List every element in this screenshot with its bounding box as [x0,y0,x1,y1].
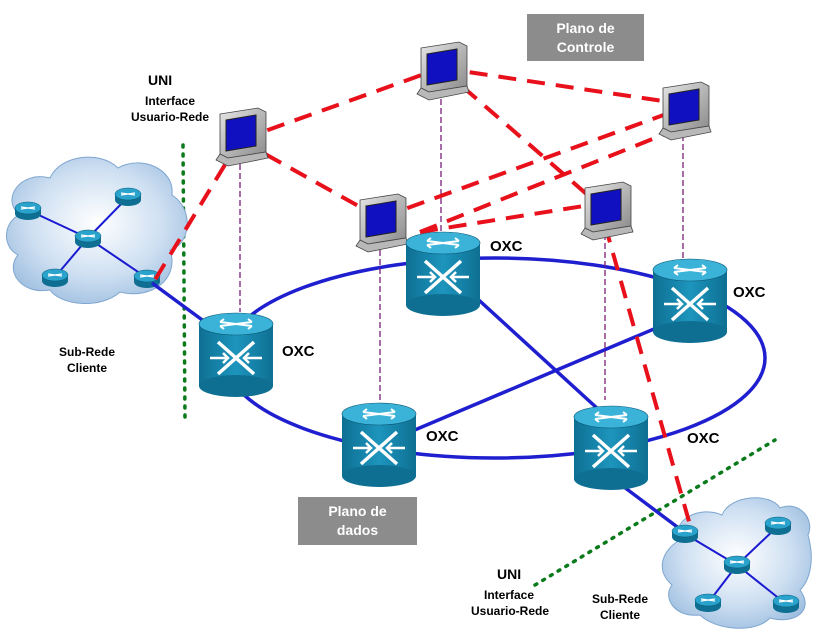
data-plane-label-line1: Plano de [328,503,387,519]
control-plane-links [148,66,694,533]
oxc-label-left: OXC [282,343,315,360]
optical-cross-connect-icon [404,230,482,318]
uni-boundary-left [181,143,187,422]
uni-boundary-right [533,438,777,587]
optical-cross-connect-icon [197,311,275,399]
router-icon [772,594,800,614]
router-icon [114,187,142,207]
oxc-label-bottom-left: OXC [426,428,459,445]
subnet-left-label-2: Cliente [66,361,107,375]
router-icon [14,201,42,221]
oxc-label-top-mid: OXC [490,238,523,255]
subnet-right-label-1: Sub-Rede [591,592,648,606]
computer-icon [658,81,712,141]
client-subnet-left-cloud [6,156,188,304]
uni-top-subtitle-2: Usuario-Rede [130,110,210,124]
control-plane-label-line2: Controle [556,38,615,55]
computer-icon [355,193,409,253]
control-plane-label-box: Plano de Controle [527,14,644,61]
control-plane-label-line1: Plano de [556,19,615,36]
computer-icon [580,181,634,241]
router-icon [74,229,102,249]
router-icon [764,516,792,536]
data-link [150,281,207,324]
subnet-left-label-1: Sub-Rede [58,345,115,359]
subnet-right-label-2: Cliente [599,608,640,622]
router-icon [41,268,69,288]
router-icon [723,555,751,575]
uni-top-title: UNI [148,72,173,88]
computer-icon [416,41,470,101]
uni-top-subtitle-1: Interface [144,94,196,108]
data-plane-label-box: Plano de dados [298,497,417,545]
router-icon [694,593,722,613]
uni-bottom-subtitle-2: Usuario-Rede [470,604,550,618]
data-plane-label-line2: dados [336,522,379,538]
computer-icon [215,107,269,167]
control-to-node-links [239,90,684,400]
data-link [409,316,681,434]
router-icon [671,524,699,544]
optical-cross-connect-icon [340,401,418,489]
optical-cross-connect-icon [572,404,650,492]
oxc-label-bottom-right: OXC [687,430,720,447]
uni-bottom-subtitle-1: Interface [483,588,535,602]
oxc-label-right: OXC [733,284,766,301]
uni-bottom-title: UNI [497,566,522,582]
optical-cross-connect-icon [651,257,729,345]
client-subnet-right-cloud [661,497,812,629]
data-link [468,290,612,422]
